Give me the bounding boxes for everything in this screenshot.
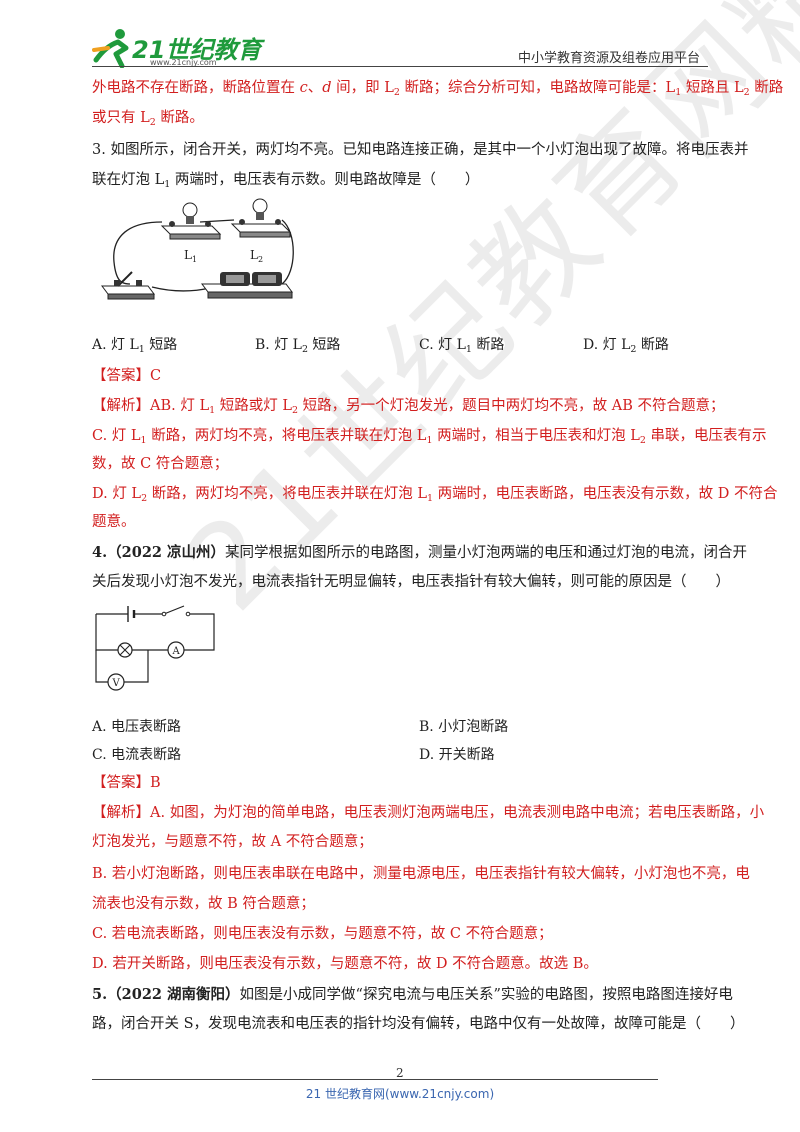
q3-analysis-1: 【解析】AB. 灯 L1 短路或灯 L2 短路，另一个灯泡发光，题目中两灯均不亮…	[92, 398, 725, 416]
q5-line-1: 5.（2022 湖南衡阳）如图是小成同学做“探究电流与电压关系”实验的电路图，按…	[92, 986, 733, 1003]
q4-line-1: 4.（2022 凉山州）某同学根据如图所示的电路图，测量小灯泡两端的电压和通过灯…	[92, 544, 748, 561]
q3-option-a: A. 灯 L1 短路	[92, 337, 178, 355]
logo-sub: www.21cnjy.com	[150, 58, 217, 67]
q4-option-d: D. 开关断路	[419, 747, 495, 763]
q4-analysis-1: 【解析】A. 如图，为灯泡的简单电路，电压表测灯泡两端电压，电流表测电路中电流；…	[92, 805, 765, 821]
q4-line-2: 关后发现小灯泡不发光，电流表指针无明显偏转，电压表指针有较大偏转，则可能的原因是…	[92, 574, 730, 590]
prev-line-2: 或只有 L2 断路。	[92, 110, 204, 128]
q4-option-c: C. 电流表断路	[92, 747, 182, 763]
logo-text: 21世纪教育	[132, 36, 262, 64]
q4-option-b: B. 小灯泡断路	[419, 719, 509, 735]
footer-rule	[92, 1079, 658, 1080]
logo-icon	[92, 29, 129, 68]
q4-analysis-5: C. 若电流表断路，则电压表没有示数，与题意不符，故 C 不符合题意；	[92, 926, 553, 942]
lamp-l2	[230, 198, 292, 238]
lamp-symbol	[117, 642, 133, 658]
voltmeter-symbol: V	[107, 673, 125, 691]
q3-circuit-figure: L1 L2	[101, 198, 294, 300]
q3-option-d: D. 灯 L2 断路	[583, 337, 669, 355]
battery	[201, 272, 293, 299]
ammeter-symbol: A	[167, 641, 185, 659]
q4-analysis-4: 流表也没有示数，故 B 符合题意；	[92, 896, 315, 912]
switch-contact	[185, 611, 191, 617]
q3-analysis-4: D. 灯 L2 断路，两灯均不亮，将电压表并联在灯泡 L1 两端时，电压表断路，…	[92, 486, 778, 504]
q3-analysis-3: 数，故 C 符合题意；	[92, 456, 229, 472]
q3-analysis-2: C. 灯 L1 断路，两灯均不亮，将电压表并联在灯泡 L1 两端时，相当于电压表…	[92, 428, 767, 446]
q3-line-2: 联在灯泡 L1 两端时，电压表有示数。则电路故障是（ ）	[92, 172, 480, 190]
q3-option-b: B. 灯 L2 短路	[255, 337, 341, 355]
svg-text:A: A	[172, 646, 181, 657]
q3-option-c: C. 灯 L1 断路	[419, 337, 505, 355]
q4-analysis-3: B. 若小灯泡断路，则电压表串联在电路中，测量电源电压，电压表指针有较大偏转，小…	[92, 866, 750, 882]
header-rule	[92, 66, 708, 67]
footer-page-number: 2	[396, 1066, 404, 1080]
q5-line-2: 路，闭合开关 S，发现电流表和电压表的指针均没有偏转，电路中仅有一处故障，故障可…	[92, 1016, 745, 1032]
label-l1: L1	[184, 248, 197, 264]
q4-analysis-6: D. 若开关断路，则电压表没有示数，与题意不符，故 D 不符合题意。故选 B。	[92, 956, 598, 972]
switch	[101, 271, 155, 300]
q3-analysis-5: 题意。	[92, 514, 136, 530]
q3-answer: 【答案】C	[92, 368, 162, 384]
svg-text:V: V	[112, 678, 121, 689]
switch-pivot	[161, 611, 167, 617]
q3-line-1: 3. 如图所示，闭合开关，两灯均不亮。已知电路连接正确，是其中一个小灯泡出现了故…	[92, 142, 749, 158]
q4-circuit-diagram: A V	[95, 605, 215, 691]
header-right-text: 中小学教育资源及组卷应用平台	[517, 51, 700, 66]
lamp-l1	[160, 202, 222, 240]
prev-line-1: 外电路不存在断路，断路位置在 c、d 间，即 L2 断路；综合分析可知，电路故障…	[92, 80, 784, 98]
footer-site: 21 世纪教育网(www.21cnjy.com)	[305, 1087, 495, 1101]
q4-option-a: A. 电压表断路	[92, 719, 182, 735]
q4-analysis-2: 灯泡发光，与题意不符，故 A 不符合题意；	[92, 834, 373, 850]
q4-answer: 【答案】B	[92, 775, 161, 791]
label-l2: L2	[250, 248, 263, 264]
header: 21世纪教育 www.21cnjy.com 中小学教育资源及组卷应用平台	[0, 0, 800, 70]
